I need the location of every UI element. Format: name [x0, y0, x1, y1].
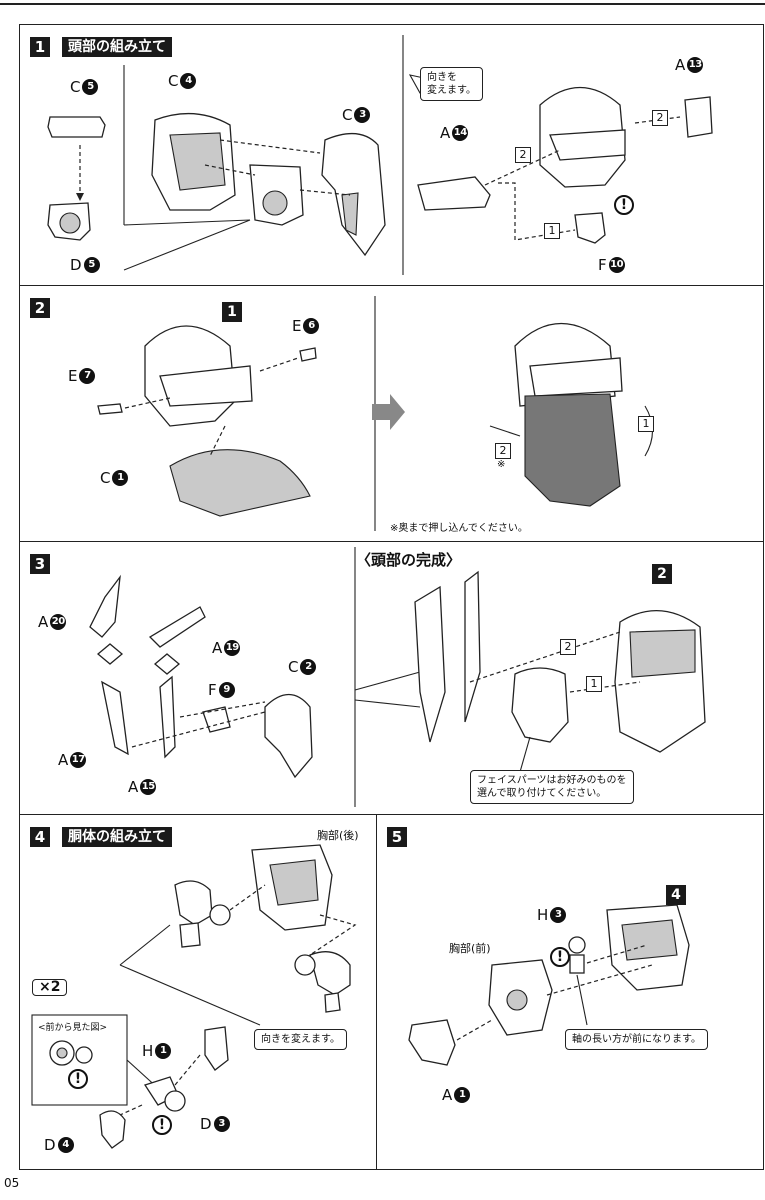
head-complete-title: 〈頭部の完成〉	[356, 551, 462, 569]
warning-icon-front: !	[68, 1069, 88, 1089]
top-rule	[0, 3, 765, 5]
step1-title: 頭部の組み立て	[62, 37, 172, 57]
step5-illustration	[408, 904, 690, 1066]
warning-icon-joint: !	[152, 1115, 172, 1135]
order-mark-1: 1	[638, 416, 654, 432]
order-mark-2: 2	[560, 639, 576, 655]
asterisk-mark: ※	[497, 459, 506, 470]
step3-number: 3	[30, 554, 50, 574]
order-mark-2b: 2	[515, 147, 531, 163]
axis-callout: 軸の長い方が前になります。	[565, 1029, 708, 1050]
step4-number: 4	[30, 827, 50, 847]
step2-ref-1: 1	[222, 302, 242, 322]
step2-number: 2	[30, 298, 50, 318]
step4-title: 胴体の組み立て	[62, 827, 172, 847]
push-note: ※奥まで押し込んでください。	[390, 523, 528, 534]
step3-illustration	[89, 547, 706, 807]
step1-number: 1	[30, 37, 50, 57]
step5-number: 5	[387, 827, 407, 847]
multiplier-badge: ×2	[32, 979, 68, 996]
warning-icon-axis: !	[550, 947, 570, 967]
step2-illustration	[97, 296, 654, 531]
rotate-callout: 向きを変えます。	[254, 1029, 347, 1050]
step3-ref-2: 2	[652, 564, 672, 584]
face-parts-callout: フェイスパーツはお好みのものを 選んで取り付けてください。	[470, 770, 634, 804]
step4-panel: 4 胴体の組み立て 胸部(後) ×2 <前から見た図>	[19, 814, 377, 1170]
step5-ref-4: 4	[666, 885, 686, 905]
step4-illustration	[31, 844, 357, 1149]
page-number: 05	[4, 1176, 20, 1190]
step1-illustration	[47, 35, 713, 275]
front-view-label: <前から見た図>	[38, 1023, 108, 1033]
order-mark-1: 1	[586, 676, 602, 692]
rotate-callout: 向きを 変えます。	[420, 67, 483, 101]
chest-front-label: 胸部(前)	[449, 942, 491, 955]
order-mark-1: 1	[544, 223, 560, 239]
order-mark-2: 2	[495, 443, 511, 459]
chest-back-label: 胸部(後)	[317, 829, 359, 842]
step1-panel: 1 頭部の組み立て	[19, 24, 764, 286]
warning-icon: !	[614, 195, 634, 215]
order-mark-2a: 2	[652, 110, 668, 126]
